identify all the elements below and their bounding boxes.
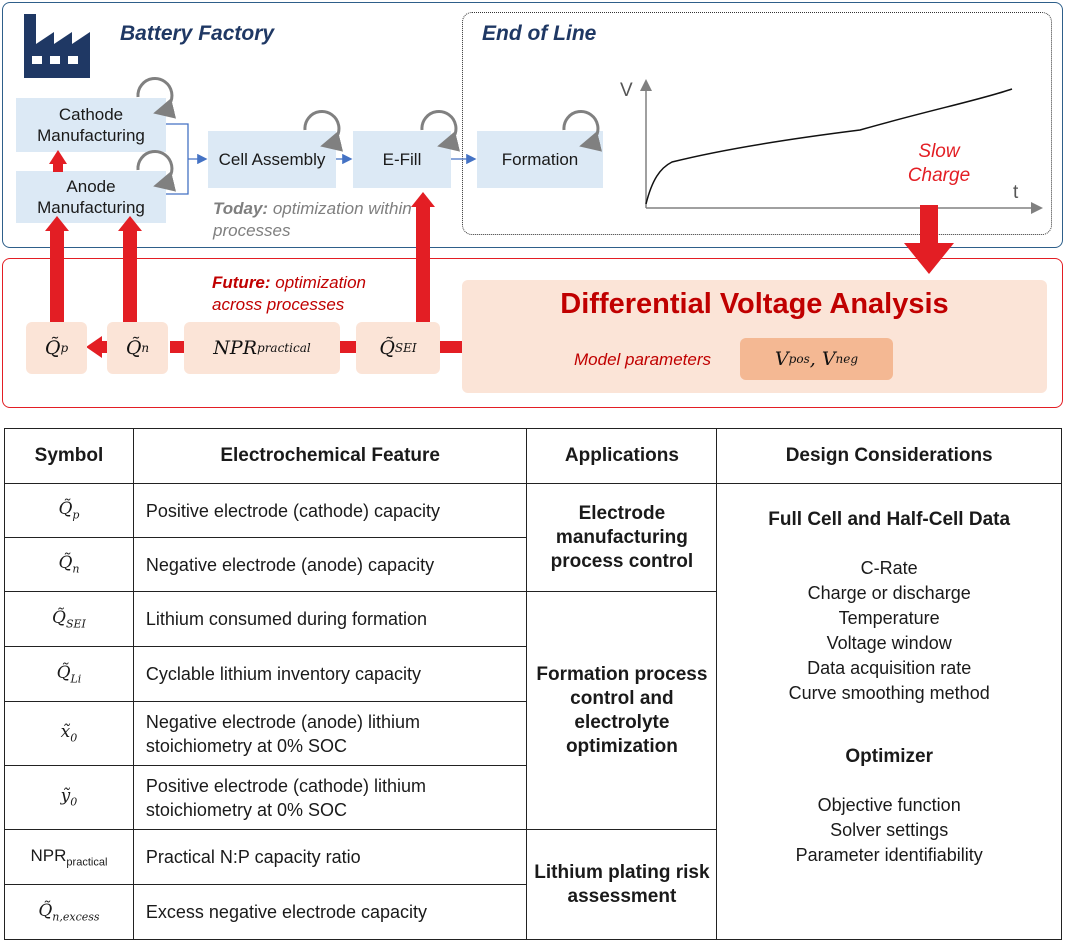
header-symbol: Symbol: [4, 428, 134, 484]
feature-cell: Negative electrode (anode) lithium stoic…: [132, 701, 528, 766]
table-row: Q̃Li Cyclable lithium inventory capacity: [4, 646, 1062, 702]
future-note: Future: optimization across processes: [212, 273, 366, 314]
qsei-box: Q̃SEI: [356, 322, 440, 374]
table-row: Q̃n,excess Excess negative electrode cap…: [4, 884, 1062, 940]
feature-cell: Excess negative electrode capacity: [132, 884, 528, 940]
cell-assembly-box: Cell Assembly: [208, 131, 336, 188]
table-row: x̃0 Negative electrode (anode) lithium s…: [4, 701, 1062, 766]
diagram-connectors: [45, 77, 1043, 358]
header-applications: Applications: [526, 428, 718, 484]
cathode-manufacturing-box: Cathode Manufacturing: [16, 98, 166, 152]
feature-cell: Lithium consumed during formation: [132, 591, 528, 647]
end-of-line-title: End of Line: [482, 22, 597, 45]
future-panel: [2, 258, 1063, 408]
table-row: Q̃p Positive electrode (cathode) capacit…: [4, 483, 1062, 940]
feature-table: Symbol Electrochemical Feature Applicati…: [4, 428, 1062, 940]
header-feature: Electrochemical Feature: [132, 428, 528, 484]
header-design: Design Considerations: [716, 428, 1062, 484]
factory-icon: [24, 14, 90, 78]
symbol-cell: Q̃n: [4, 537, 134, 592]
voltage-curve: [645, 88, 1013, 205]
qp-box: Q̃p: [26, 322, 87, 374]
feature-cell: Negative electrode (anode) capacity: [132, 537, 528, 592]
symbol-cell: Q̃Li: [4, 646, 134, 702]
application-cell: Electrode manufacturing process control: [526, 483, 718, 592]
e-fill-box: E-Fill: [353, 131, 451, 188]
battery-factory-title: Battery Factory: [120, 22, 275, 45]
symbol-cell: ỹ0: [4, 765, 134, 830]
table-header-row: Symbol Electrochemical Feature Applicati…: [4, 428, 1062, 484]
feature-cell: Practical N:P capacity ratio: [132, 829, 528, 885]
slow-charge-label: Slow Charge: [907, 141, 971, 186]
battery-factory-panel: [2, 2, 1063, 248]
qn-box: Q̃n: [107, 322, 168, 374]
table-row: NPRpractical Practical N:P capacity rati…: [4, 829, 1062, 940]
voltage-axis-label: V: [620, 80, 633, 101]
symbol-cell: Q̃p: [4, 483, 134, 538]
dva-title: Differential Voltage Analysis: [560, 288, 949, 320]
model-parameters-label: Model parameters: [574, 350, 712, 369]
table-row: Q̃n Negative electrode (anode) capacity: [4, 537, 1062, 592]
application-cell: Formation process control and electrolyt…: [526, 591, 718, 830]
feature-cell: Cyclable lithium inventory capacity: [132, 646, 528, 702]
anode-manufacturing-box: Anode Manufacturing: [16, 171, 166, 223]
symbol-cell: NPRpractical: [4, 829, 134, 885]
symbol-cell: Q̃n,excess: [4, 884, 134, 940]
feature-cell: Positive electrode (cathode) capacity: [132, 483, 528, 538]
time-axis-label: t: [1013, 182, 1019, 203]
application-cell: Lithium plating risk assessment: [526, 829, 718, 940]
today-note: Today: optimization within processes: [213, 199, 412, 240]
design-considerations-cell: Full Cell and Half-Cell Data C-Rate Char…: [716, 483, 1062, 940]
symbol-cell: Q̃SEI: [4, 591, 134, 647]
end-of-line-panel: [462, 12, 1052, 235]
symbol-cell: x̃0: [4, 701, 134, 766]
feature-cell: Positive electrode (cathode) lithium sto…: [132, 765, 528, 830]
table-row: Q̃SEI Lithium consumed during formation …: [4, 591, 1062, 830]
